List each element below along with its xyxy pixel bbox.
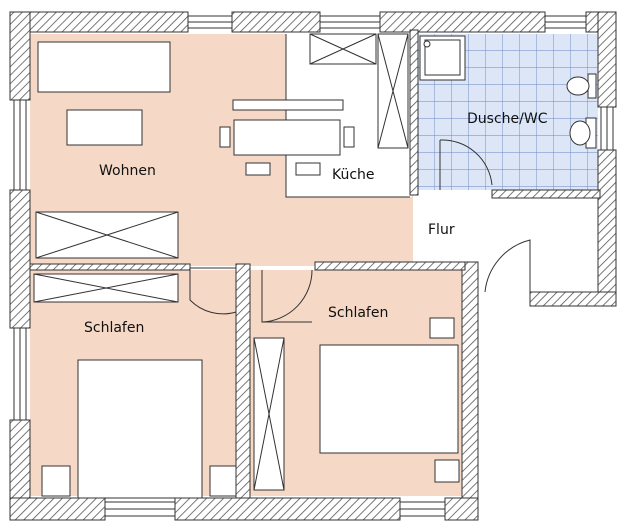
door-entrance <box>484 239 531 300</box>
wall-interior-h1 <box>29 263 191 271</box>
nightstand-left-2 <box>209 465 237 497</box>
door-schlafen-left <box>189 268 237 315</box>
room-label-wohnen: Wohnen <box>99 163 156 179</box>
wall-bottom-3 <box>444 497 479 521</box>
coffee-table <box>66 109 143 146</box>
wall-interior-h2 <box>314 261 466 271</box>
windows <box>13 15 614 517</box>
chair-bottom-left <box>245 162 271 176</box>
wall-right-2 <box>597 149 617 306</box>
wall-top-1 <box>9 11 189 33</box>
door-bath <box>439 139 493 190</box>
room-label-schlafen-left: Schlafen <box>84 320 144 336</box>
sink-basin <box>569 120 591 146</box>
doors <box>189 139 531 323</box>
wall-step-h <box>529 291 617 307</box>
wall-bottom-1 <box>9 497 106 521</box>
nightstand-left-1 <box>41 465 71 497</box>
chair-right <box>343 126 355 148</box>
wall-step-v <box>461 261 479 521</box>
wall-left-2 <box>9 189 31 329</box>
furniture <box>37 35 597 499</box>
wall-right-1 <box>597 11 617 108</box>
shower-tray-inner <box>424 39 461 76</box>
wardrobes <box>33 33 409 491</box>
kitchen-outline <box>285 34 410 198</box>
wall-top-2 <box>231 11 321 33</box>
wall-bath-left <box>409 29 419 196</box>
wall-interior-v <box>235 263 251 499</box>
wall-left-1 <box>9 11 31 101</box>
bed-right <box>319 344 459 454</box>
room-label-flur: Flur <box>428 222 455 238</box>
chair-left <box>219 126 231 148</box>
wall-top-3 <box>379 11 546 33</box>
room-label-dusche-wc: Dusche/WC <box>467 111 548 127</box>
room-label-schlafen-right: Schlafen <box>328 305 388 321</box>
shower-drain <box>423 40 431 48</box>
wall-bath-bottom <box>491 189 601 199</box>
toilet-bowl <box>566 76 590 96</box>
sideboard <box>232 99 344 111</box>
dining-table <box>233 119 341 156</box>
room-label-kueche: Küche <box>332 167 375 183</box>
nightstand-right-1 <box>429 317 455 339</box>
bed-left <box>77 359 203 499</box>
sofa <box>37 41 171 93</box>
nightstand-right-2 <box>434 459 460 483</box>
chair-bottom-right <box>295 162 321 176</box>
wall-bottom-2 <box>174 497 401 521</box>
